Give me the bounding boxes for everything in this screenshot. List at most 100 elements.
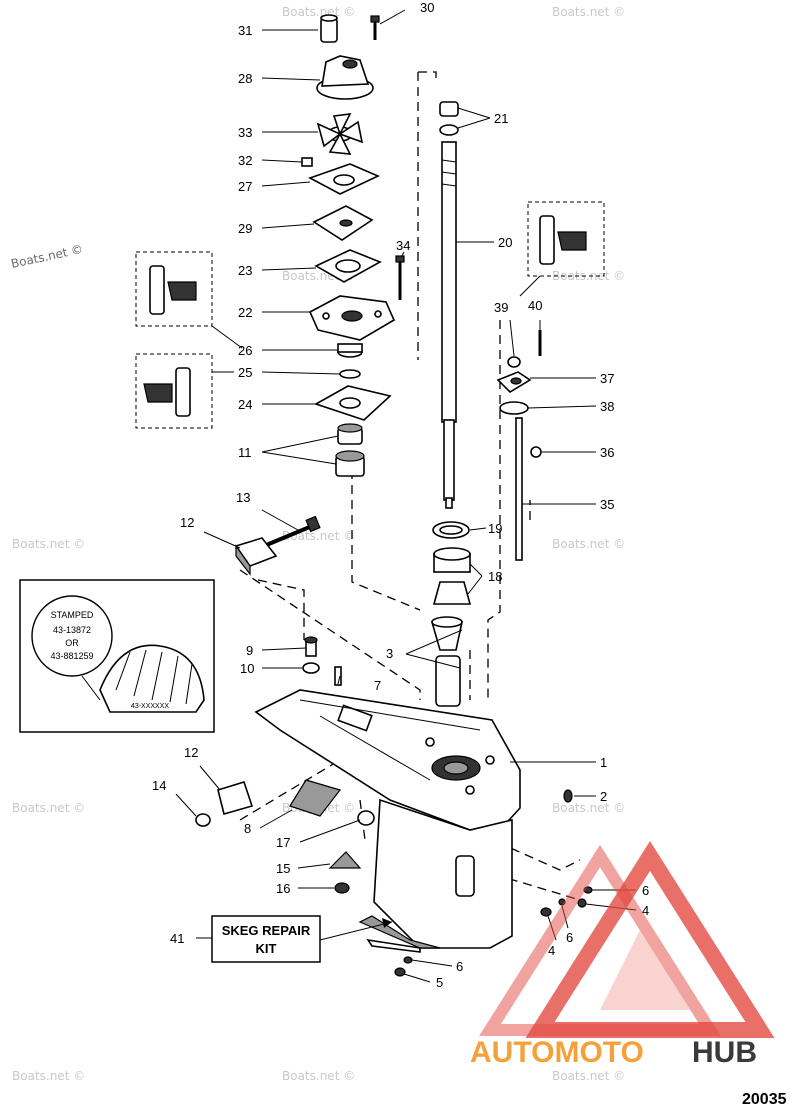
watermark: Boats.net © (552, 801, 625, 815)
o-ring (499, 401, 529, 415)
screw-7 (540, 907, 552, 917)
trim-tab (289, 779, 342, 817)
callout-10: 10 (240, 661, 254, 676)
shift-shaft (515, 417, 523, 561)
washer-4 (403, 956, 413, 964)
driveshaft-bushing (439, 101, 459, 117)
logo-text-automoto: AUTOMOTO (470, 1036, 644, 1069)
callout-28: 28 (238, 71, 252, 86)
callout-35: 35 (600, 497, 614, 512)
callout-12b: 12 (184, 745, 198, 760)
callout-34: 34 (396, 238, 410, 253)
anode-parts (195, 515, 375, 894)
skeg-repair-kit-box: SKEG REPAIR KIT (211, 915, 393, 963)
stamped-gear-note: STAMPED 43-13872 OR 43-881259 43-XXXXXX (19, 579, 215, 733)
screw-6 (577, 898, 587, 908)
watermark: Boats.net © (12, 1069, 85, 1083)
callout-32: 32 (238, 153, 252, 168)
callout-9: 9 (246, 643, 253, 658)
callout-5: 5 (436, 975, 443, 990)
watermark: Boats.net © (12, 537, 85, 551)
callout-20: 20 (498, 235, 512, 250)
driveshaft-parts (430, 101, 542, 707)
callout-30: 30 (420, 0, 434, 15)
stamp-line-3: OR (65, 638, 79, 648)
washer (302, 662, 320, 674)
plug (357, 810, 375, 826)
callout-24: 24 (238, 397, 252, 412)
callout-41: 41 (170, 931, 184, 946)
callout-7: 7 (374, 678, 381, 693)
bolt (263, 524, 313, 548)
watermark: Boats.net © (282, 5, 355, 19)
gear-code: 43-XXXXXX (131, 703, 169, 710)
callout-36: 36 (600, 445, 614, 460)
callout-2: 2 (600, 789, 607, 804)
callout-25: 25 (238, 365, 252, 380)
watermark: Boats.net © (552, 269, 625, 283)
callout-12: 12 (180, 515, 194, 530)
callout-39: 39 (494, 300, 508, 315)
callout-labels: 31 30 28 33 32 27 29 23 22 26 25 24 11 2… (152, 0, 649, 990)
cover (328, 851, 362, 869)
callout-6b: 6 (566, 930, 573, 945)
callout-4: 4 (642, 903, 649, 918)
stamp-line-1: STAMPED (51, 610, 94, 620)
impeller (316, 113, 364, 155)
watermark: Boats.net © (12, 801, 85, 815)
pin (334, 666, 342, 686)
callout-13: 13 (236, 490, 250, 505)
callout-27: 27 (238, 179, 252, 194)
callout-1: 1 (600, 755, 607, 770)
callout-15: 15 (276, 861, 290, 876)
callout-38: 38 (600, 399, 614, 414)
callout-17: 17 (276, 835, 290, 850)
detail-box-left-upper (135, 251, 213, 327)
callout-4b: 4 (548, 943, 555, 958)
callout-33: 33 (238, 125, 252, 140)
watermark: Boats.net © (552, 1069, 625, 1083)
figure-number: 20035 (742, 1091, 787, 1108)
callout-6c: 6 (456, 959, 463, 974)
callout-22: 22 (238, 305, 252, 320)
skeg-kit-line-1: SKEG REPAIR (222, 923, 311, 938)
callout-6: 6 (642, 883, 649, 898)
screw-8 (394, 967, 406, 977)
leader-lines (175, 9, 637, 983)
callout-21: 21 (494, 111, 508, 126)
nut (507, 356, 521, 368)
driveshaft-sleeve-2 (435, 655, 461, 707)
anode-2 (217, 781, 254, 815)
seal-2 (339, 369, 361, 379)
retaining-clip (530, 446, 542, 458)
stamp-line-2: 43-13872 (53, 625, 91, 635)
skeg-kit-line-2: KIT (256, 941, 277, 956)
detail-box-right (527, 201, 605, 277)
callout-16: 16 (276, 881, 290, 896)
impeller-key (301, 157, 313, 167)
callout-37: 37 (600, 371, 614, 386)
callout-40: 40 (528, 298, 542, 313)
screw-5 (563, 789, 573, 803)
logo-text-hub: HUB (692, 1036, 757, 1069)
detail-box-left-lower (135, 353, 213, 429)
callout-14: 14 (152, 778, 166, 793)
nut-3 (334, 882, 350, 894)
callout-23: 23 (238, 263, 252, 278)
water-pump-parts (301, 14, 405, 477)
automotohub-logo: AUTOMOTO HUB (470, 841, 775, 1069)
callout-11: 11 (238, 445, 252, 460)
callout-19: 19 (488, 521, 502, 536)
watermark: Boats.net © (282, 1069, 355, 1083)
callout-26: 26 (238, 343, 252, 358)
nut-2 (195, 813, 211, 827)
callout-3: 3 (386, 646, 393, 661)
tapered-bearing (432, 581, 472, 605)
stamp-line-4: 43-881259 (50, 651, 93, 661)
callout-31: 31 (238, 23, 252, 38)
callout-29: 29 (238, 221, 252, 236)
watermark: Boats.net © (552, 5, 625, 19)
callout-18: 18 (488, 569, 502, 584)
gear-housing (254, 689, 521, 953)
